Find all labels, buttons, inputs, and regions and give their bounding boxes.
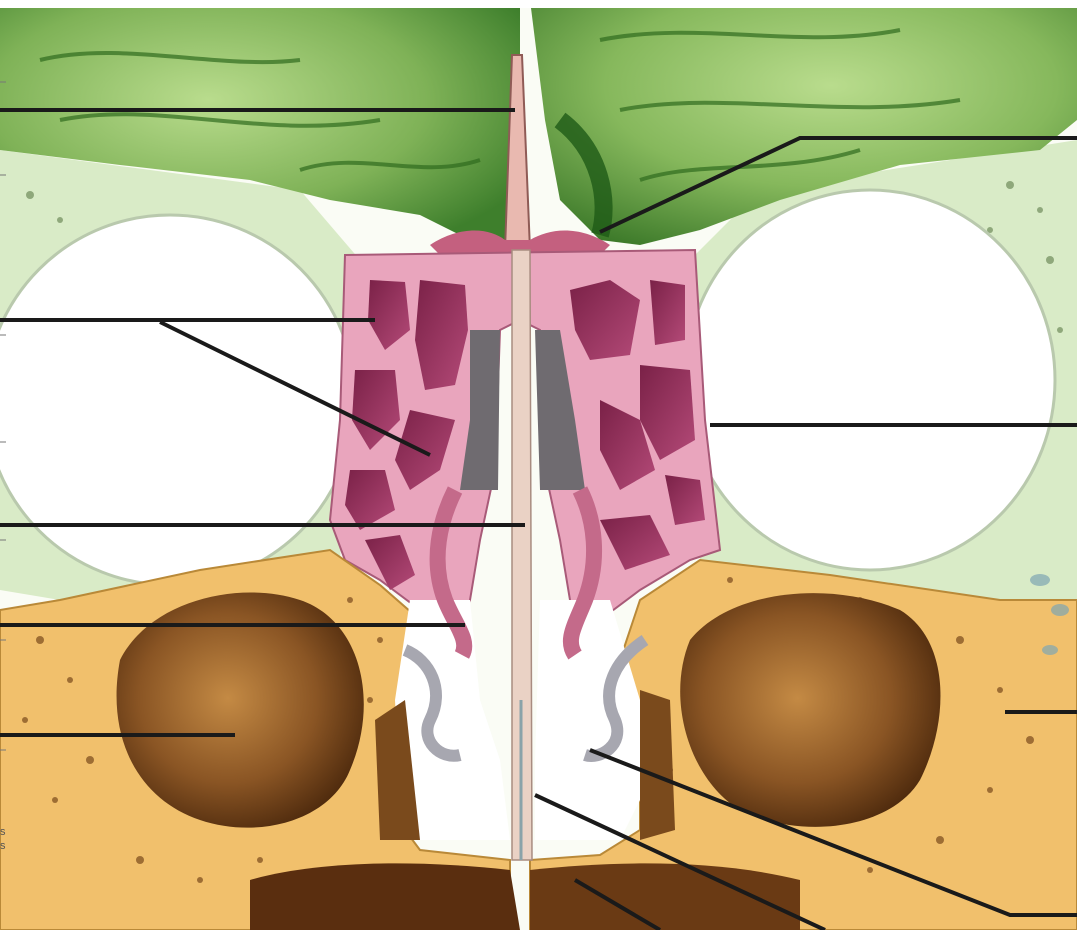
hard-palate-right	[530, 863, 800, 930]
left-orbit	[0, 215, 355, 585]
hard-palate-left	[250, 863, 520, 930]
top-border	[0, 0, 1077, 8]
edge-text-fragment-1: s	[0, 826, 6, 838]
lateral-nasal-wall-right	[640, 690, 675, 840]
right-orbit	[685, 190, 1055, 570]
maxillary-sinus-right	[680, 593, 940, 827]
edge-text-fragment-2: s	[0, 840, 6, 852]
